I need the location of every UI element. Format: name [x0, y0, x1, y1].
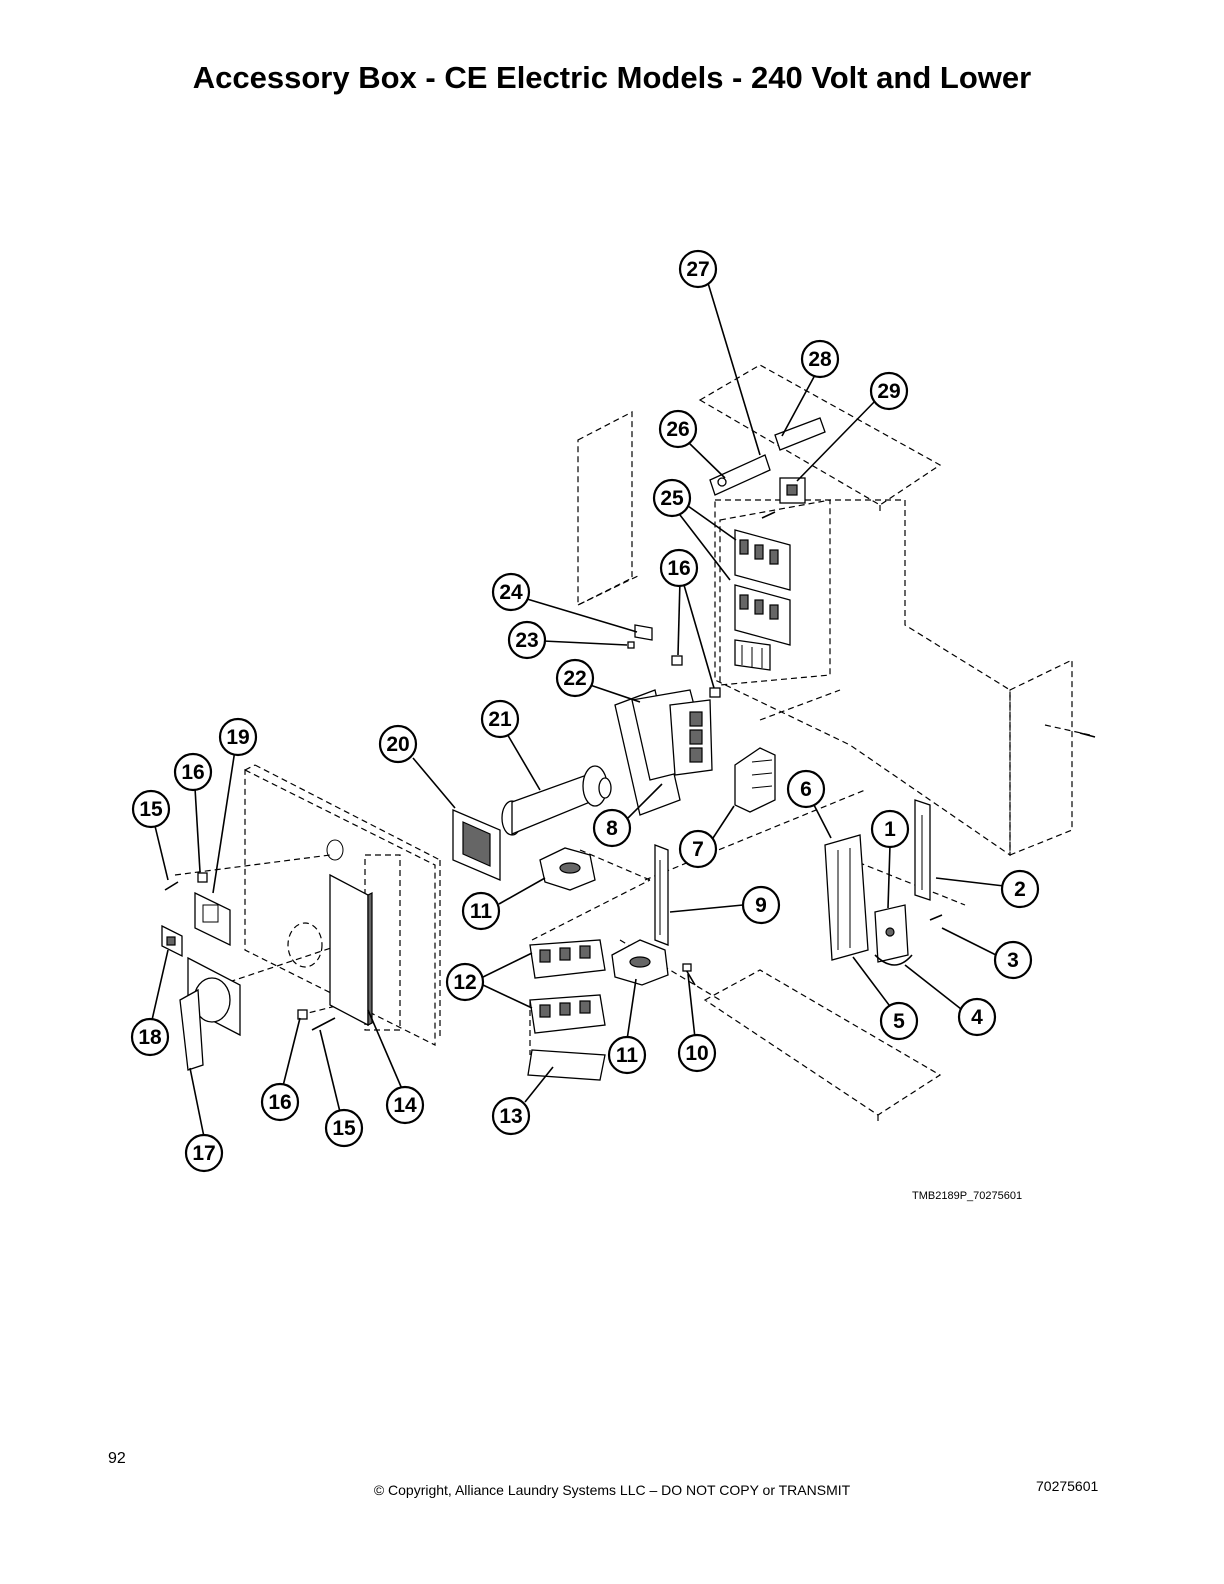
callout-29: 29	[869, 371, 909, 411]
part-13-label	[527, 1049, 606, 1081]
svg-text:19: 19	[226, 726, 249, 749]
part-2-rail	[914, 799, 931, 901]
part-19-window	[202, 904, 219, 923]
svg-text:15: 15	[332, 1117, 356, 1140]
svg-text:1: 1	[884, 818, 896, 841]
callout-6: 6	[786, 769, 826, 809]
callout-18: 18	[130, 1017, 170, 1057]
part-25-breakers	[734, 529, 791, 671]
callout-11-b: 11	[607, 1035, 647, 1075]
callout-21: 21	[480, 699, 520, 739]
callout-4: 4	[957, 997, 997, 1037]
svg-text:29: 29	[877, 380, 900, 403]
svg-text:6: 6	[800, 778, 812, 801]
callout-1: 1	[870, 809, 910, 849]
svg-text:16: 16	[181, 761, 204, 784]
part-11-block-upper	[539, 847, 596, 891]
page-title: Accessory Box - CE Electric Models - 240…	[192, 60, 1032, 95]
svg-text:2: 2	[1014, 878, 1026, 901]
part-14-edge	[367, 892, 373, 1026]
parts-26-29	[709, 417, 826, 504]
part-24-clip	[634, 624, 653, 641]
svg-text:23: 23	[515, 629, 538, 652]
screws	[164, 511, 1096, 1031]
callout-5: 5	[879, 1001, 919, 1041]
callout-15-b: 15	[324, 1108, 364, 1148]
svg-text:3: 3	[1007, 949, 1019, 972]
callout-27: 27	[678, 249, 718, 289]
svg-text:28: 28	[808, 348, 832, 371]
part-11-block-lower	[611, 939, 669, 986]
callout-9: 9	[741, 885, 781, 925]
svg-text:21: 21	[488, 708, 512, 731]
svg-text:7: 7	[692, 838, 704, 861]
svg-text:4: 4	[971, 1006, 983, 1029]
copyright-notice: © Copyright, Alliance Laundry Systems LL…	[373, 1482, 851, 1498]
part-20-inner	[462, 821, 491, 867]
callout-16-a: 16	[659, 548, 699, 588]
svg-text:9: 9	[755, 894, 767, 917]
svg-text:13: 13	[499, 1105, 522, 1128]
callout-2: 2	[1000, 869, 1040, 909]
figure-reference: TMB2189P_70275601	[912, 1190, 1023, 1202]
svg-text:26: 26	[666, 418, 689, 441]
callout-25: 25	[652, 478, 692, 518]
callout-22: 22	[555, 658, 595, 698]
callout-16-c: 16	[260, 1082, 300, 1122]
page-number: 92	[108, 1450, 126, 1467]
part-9-rail	[654, 844, 669, 946]
svg-text:11: 11	[470, 900, 493, 923]
part-14-gasket	[329, 873, 369, 1027]
front-door-panel	[244, 764, 441, 1046]
svg-text:8: 8	[606, 817, 618, 840]
part-18-center	[166, 936, 176, 946]
callout-13: 13	[491, 1096, 531, 1136]
part-7-cover	[734, 747, 776, 813]
svg-text:27: 27	[686, 258, 709, 281]
svg-text:16: 16	[667, 557, 690, 580]
svg-text:25: 25	[660, 487, 684, 510]
callout-11-a: 11	[461, 891, 501, 931]
callout-12: 12	[445, 962, 485, 1002]
callout-19: 19	[218, 717, 258, 757]
svg-text:11: 11	[616, 1044, 639, 1067]
svg-text:22: 22	[563, 667, 586, 690]
svg-text:20: 20	[386, 733, 409, 756]
part-17-handle	[179, 988, 204, 1071]
callout-14: 14	[385, 1085, 425, 1125]
callout-17: 17	[184, 1133, 224, 1173]
svg-text:17: 17	[192, 1142, 215, 1165]
callout-23: 23	[507, 620, 547, 660]
callout-3: 3	[993, 940, 1033, 980]
svg-text:15: 15	[139, 798, 163, 821]
svg-text:24: 24	[499, 581, 523, 604]
callout-26: 26	[658, 409, 698, 449]
leader-lines	[151, 282, 1005, 1138]
callout-8: 8	[592, 808, 632, 848]
callout-15-a: 15	[131, 789, 171, 829]
part-1-label	[874, 904, 913, 966]
callout-24: 24	[491, 572, 531, 612]
svg-text:18: 18	[138, 1026, 162, 1049]
callout-7: 7	[678, 829, 718, 869]
svg-text:12: 12	[453, 971, 476, 994]
svg-text:5: 5	[893, 1010, 905, 1033]
svg-text:16: 16	[268, 1091, 291, 1114]
callout-28: 28	[800, 339, 840, 379]
svg-text:14: 14	[393, 1094, 417, 1117]
part-12-blocks	[529, 939, 606, 1034]
part-6-terminal-strip	[824, 834, 869, 961]
part-21-shaft	[501, 765, 612, 836]
part-19-plate	[194, 891, 231, 947]
part-22-switch	[614, 689, 713, 816]
callout-16-b: 16	[173, 752, 213, 792]
document-number: 70275601	[1036, 1478, 1099, 1494]
callout-10: 10	[677, 1033, 717, 1073]
callout-20: 20	[378, 724, 418, 764]
svg-text:10: 10	[685, 1042, 708, 1065]
